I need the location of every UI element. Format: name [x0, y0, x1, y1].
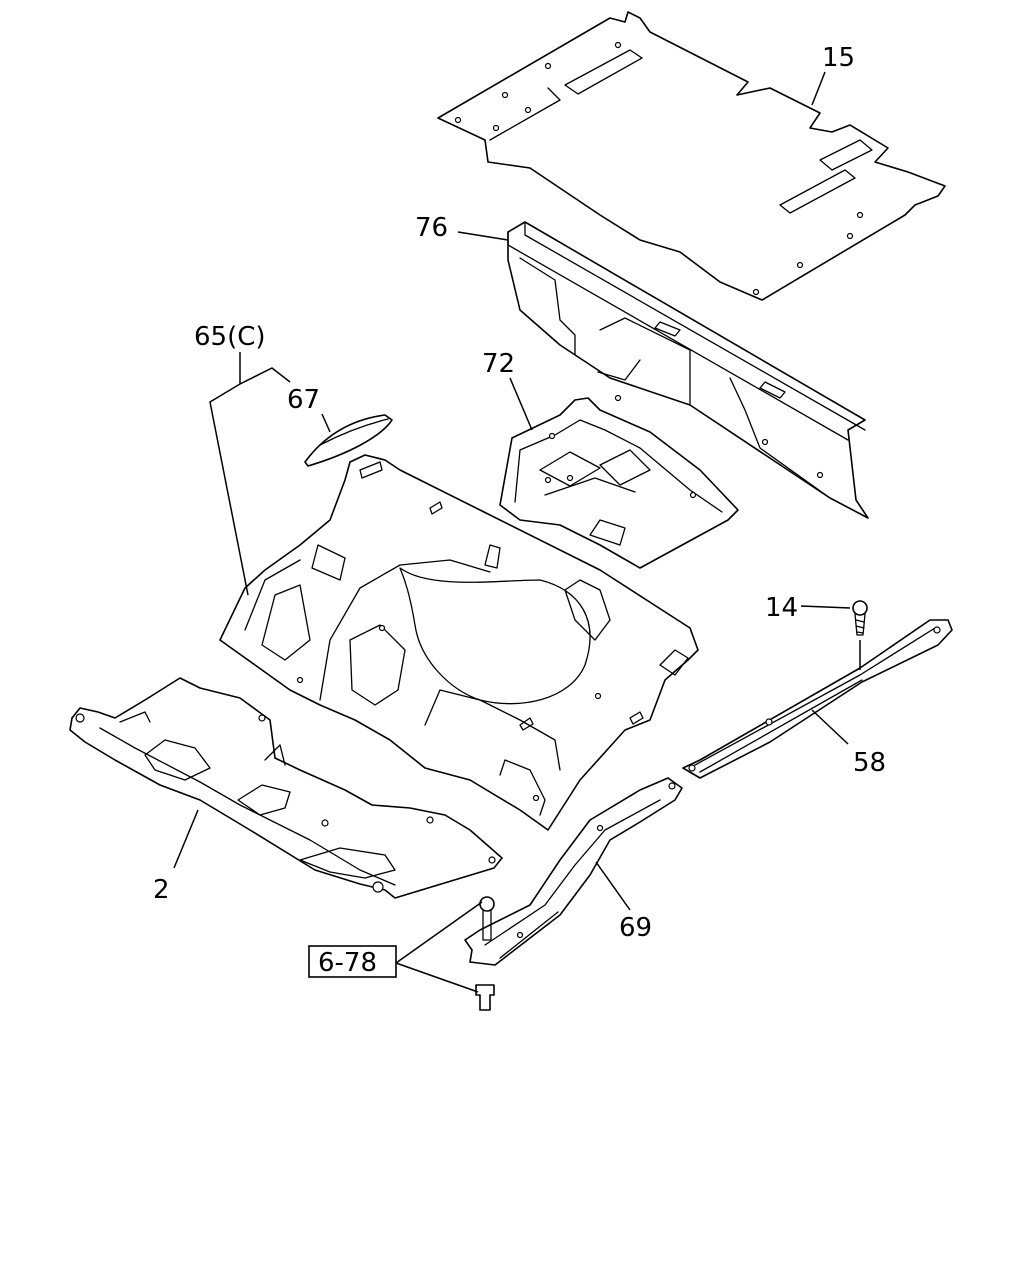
fastener-clip-lower: [475, 984, 495, 1011]
part-72-center-mat: [499, 397, 739, 569]
leader-58: [811, 709, 849, 745]
leader-15: [811, 71, 826, 106]
callout-2: 2: [153, 875, 170, 905]
leader-67: [321, 413, 331, 433]
part-76-cross-panel: [507, 221, 869, 519]
callout-15: 15: [822, 43, 855, 73]
leader-65c: [209, 352, 249, 596]
leader-69: [595, 861, 631, 911]
part-58-sill-rail: [682, 619, 953, 779]
callout-58: 58: [853, 748, 886, 778]
callout-14: 14: [765, 593, 798, 623]
reference-box-6-78[interactable]: 6-78: [308, 945, 397, 978]
callout-65c: 65(C): [194, 322, 266, 352]
leader-678-upper: [395, 901, 483, 964]
leader-72: [509, 377, 533, 431]
part-69-trim-strip: [464, 777, 683, 966]
part-65c-main-carpet: [219, 454, 699, 831]
leader-65c-branch: [239, 367, 291, 385]
callout-76: 76: [415, 213, 448, 243]
leader-lines: [173, 71, 851, 993]
part-2-front-mat: [69, 677, 503, 899]
leader-2: [173, 809, 199, 869]
reference-label-6-78: 6-78: [318, 948, 377, 978]
part-67-pad: [304, 414, 393, 467]
part-14-screw: [852, 600, 868, 670]
leader-14: [800, 605, 851, 609]
callout-67: 67: [287, 385, 320, 415]
leader-678-lower: [395, 962, 479, 993]
callout-69: 69: [619, 913, 652, 943]
fastener-clip-upper: [479, 896, 495, 941]
leader-76: [457, 231, 509, 241]
part-15-rear-mat: [437, 11, 946, 301]
callout-72: 72: [482, 349, 515, 379]
